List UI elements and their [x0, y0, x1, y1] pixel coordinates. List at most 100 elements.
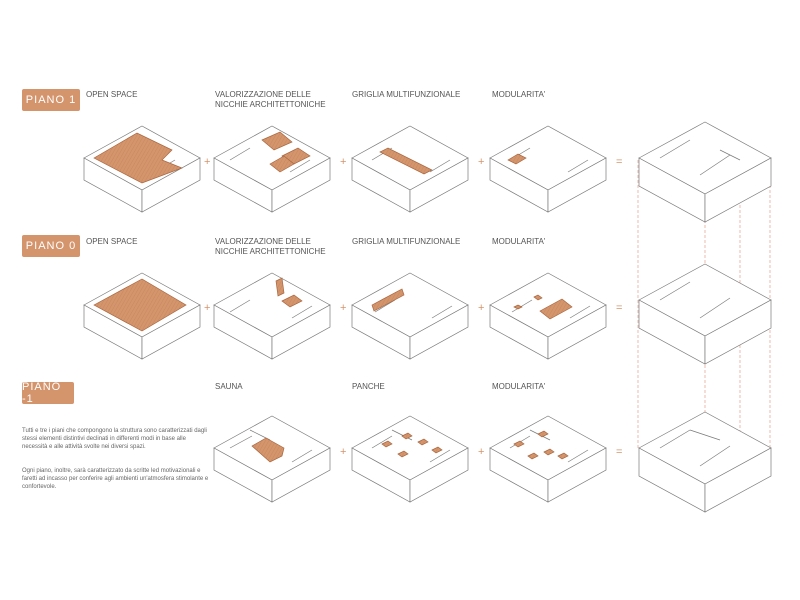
floor-badge-piano-0: PIANO 0 [22, 235, 80, 257]
wall-right [547, 304, 607, 360]
label-modularita-p0: MODULARITA' [492, 237, 546, 246]
highlight-area [381, 440, 393, 448]
partition-line [229, 147, 251, 161]
highlight-area [543, 448, 555, 456]
box-pm1-modularita [489, 415, 607, 503]
partition-line [429, 449, 451, 463]
partition-line [229, 299, 251, 313]
wall-right [547, 157, 607, 213]
highlight-area [533, 294, 543, 301]
partition-line [659, 429, 691, 449]
highlight-area [275, 277, 285, 297]
wall-right [409, 304, 469, 360]
highlight-area [507, 153, 527, 165]
partition-line [659, 281, 691, 301]
label-nicchie-p1: VALORIZZAZIONE DELLE NICCHIE ARCHITETTON… [215, 90, 326, 109]
partition-line [689, 429, 721, 441]
description-paragraph-1: Tutti e tre i piani che compongono la st… [22, 428, 207, 450]
partition-line [229, 435, 253, 449]
highlight-area [539, 298, 573, 320]
box-pm1-result [638, 411, 772, 513]
wall-right [704, 299, 772, 365]
highlight-area [527, 452, 539, 460]
box-p0-nicchie [213, 272, 331, 360]
plus-sign: + [204, 302, 211, 314]
equals-sign: = [616, 156, 623, 168]
label-open-space-p1: OPEN SPACE [86, 90, 138, 99]
plus-sign: + [478, 302, 485, 314]
box-pm1-panche [351, 415, 469, 503]
highlight-area [417, 438, 429, 446]
highlight-area [269, 155, 295, 173]
label-griglia-p1: GRIGLIA MULTIFUNZIONALE [352, 90, 461, 99]
partition-line [699, 445, 731, 467]
box-p1-open-space [83, 125, 201, 213]
plus-sign: + [340, 446, 347, 458]
label-modularita-pm1: MODULARITA' [492, 382, 546, 391]
partition-line [289, 159, 311, 173]
highlight-area [261, 131, 293, 151]
partition-line [291, 305, 313, 319]
description-paragraph-2: Ogni piano, inoltre, sarà caratterizzato… [22, 468, 209, 490]
partition-line [719, 149, 741, 161]
partition-line [569, 305, 591, 319]
box-p1-result [638, 121, 772, 223]
equals-sign: = [616, 446, 623, 458]
partition-line [391, 429, 413, 441]
highlight-area [93, 132, 183, 184]
plus-sign: + [340, 156, 347, 168]
partition-line [291, 449, 313, 463]
plus-sign: + [340, 302, 347, 314]
highlight-area [379, 147, 433, 175]
highlight-area [513, 440, 525, 448]
highlight-area [93, 278, 187, 332]
label-panche: PANCHE [352, 382, 385, 391]
highlight-area [557, 452, 569, 460]
highlight-area [401, 432, 413, 440]
partition-line [371, 435, 393, 449]
highlight-area [513, 304, 523, 310]
partition-line [567, 449, 589, 463]
plus-sign: + [204, 156, 211, 168]
floor-badge-piano-minus-1: PIANO -1 [22, 381, 74, 405]
highlight-area [537, 430, 549, 438]
wall-right [704, 447, 772, 513]
box-p1-nicchie [213, 125, 331, 213]
label-nicchie-p0: VALORIZZAZIONE DELLE NICCHIE ARCHITETTON… [215, 237, 326, 256]
partition-line [699, 154, 731, 176]
wall-right [271, 304, 331, 360]
highlight-area [431, 446, 443, 454]
wall-right [704, 157, 772, 223]
partition-line [567, 159, 589, 173]
partition-line [699, 297, 731, 319]
label-open-space-p0: OPEN SPACE [86, 237, 138, 246]
wall-right [271, 157, 331, 213]
box-p1-modularita [489, 125, 607, 213]
box-p0-modularita [489, 272, 607, 360]
box-p1-griglia [351, 125, 469, 213]
wall-right [409, 447, 469, 503]
partition-line [429, 159, 451, 173]
highlight-area [397, 450, 409, 458]
wall-right [271, 447, 331, 503]
plus-sign: + [478, 446, 485, 458]
box-p0-open-space [83, 272, 201, 360]
highlight-area [281, 294, 303, 308]
box-p0-griglia [351, 272, 469, 360]
box-p0-result [638, 263, 772, 365]
partition-line [511, 299, 533, 313]
highlight-area [251, 437, 285, 463]
wall-right [141, 304, 201, 360]
equals-sign: = [616, 302, 623, 314]
box-pm1-sauna [213, 415, 331, 503]
plus-sign: + [478, 156, 485, 168]
highlight-area [371, 288, 405, 312]
partition-line [659, 139, 691, 159]
wall-right [547, 447, 607, 503]
label-griglia-p0: GRIGLIA MULTIFUNZIONALE [352, 237, 461, 246]
label-sauna: SAUNA [215, 382, 243, 391]
label-modularita-p1: MODULARITA' [492, 90, 546, 99]
wall-right [409, 157, 469, 213]
partition-line [374, 299, 396, 313]
